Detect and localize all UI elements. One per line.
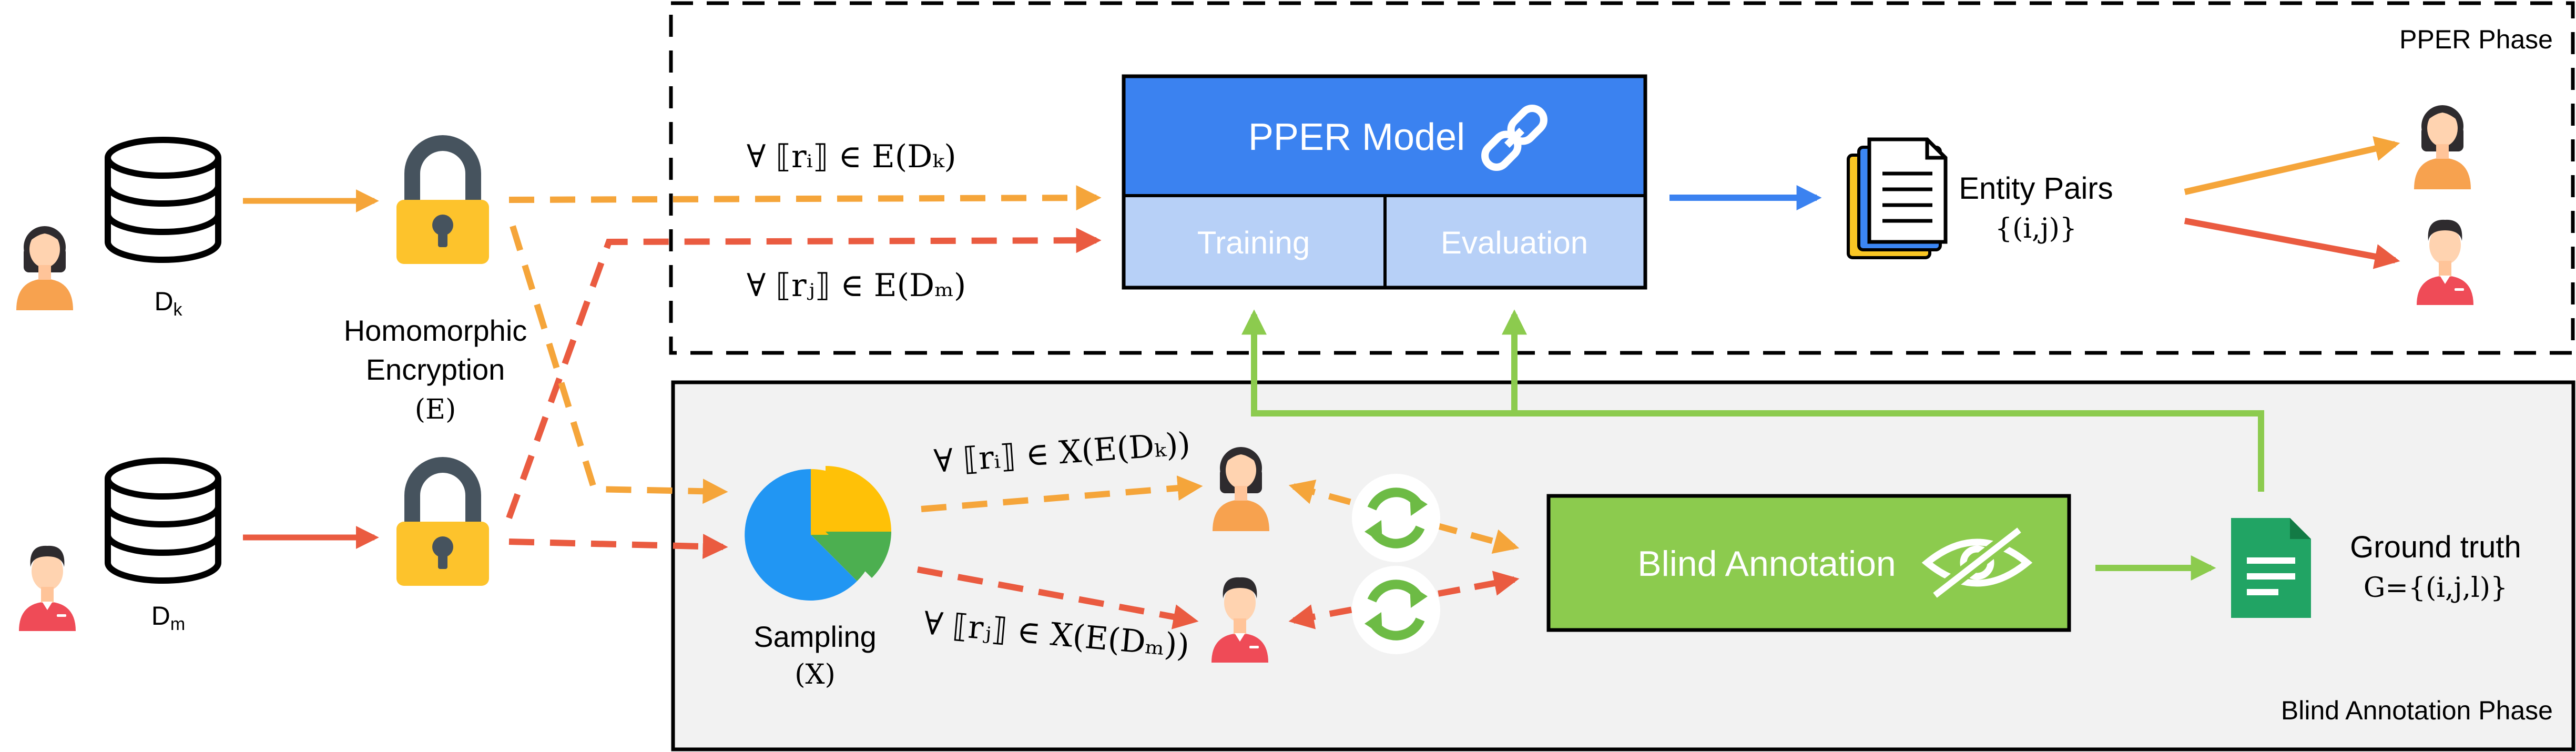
encryption-label-line2: Encryption (366, 353, 505, 386)
lock-icon-dm (396, 465, 489, 586)
person-icon-dk-owner (16, 226, 73, 310)
eye-slash-icon (1921, 524, 2033, 602)
lock-icon-dk (396, 143, 489, 264)
arrow-enc-dm-to-sampling (508, 534, 728, 560)
pper-model-title: PPER Model (1248, 116, 1465, 158)
person-icon-result-m (2417, 219, 2473, 305)
encryption-label-line1: Homomorphic (344, 314, 527, 347)
pper-phase-label: PPER Phase (2399, 25, 2553, 54)
ground-truth-title: Ground truth (2350, 530, 2521, 564)
pie-chart-slice-offset (826, 466, 891, 578)
arrow-enc-dm-to-pper (506, 228, 1102, 520)
database-label-dk: Dk (154, 287, 182, 320)
blind-annotation-phase-label: Blind Annotation Phase (2281, 696, 2553, 725)
person-icon-dm-owner (19, 545, 76, 631)
sampling-symbol: (X) (795, 659, 836, 690)
database-icon-dm (108, 461, 218, 581)
blind-annotation-label: Blind Annotation (1637, 544, 1896, 584)
entity-pairs-title: Entity Pairs (1959, 171, 2113, 206)
ground-truth-set: G={(i,j,l)} (2364, 572, 2508, 604)
database-label-dm: Dm (151, 601, 185, 634)
arrow-sampling-to-annotator-f (921, 475, 1203, 512)
database-icon-dk (108, 140, 218, 260)
arrow-enc-dk-to-pper (508, 185, 1102, 211)
arrow-sampling-to-annotator-m (917, 566, 1199, 629)
evaluation-label: Evaluation (1441, 225, 1588, 260)
formula-rj-in-em: ∀ ⟦rⱼ⟧ ∈ E(Dₘ) (747, 267, 966, 304)
link-icon (1481, 105, 1547, 171)
training-label: Training (1197, 225, 1310, 260)
arrow-ground-truth-to-training (1241, 309, 2264, 492)
pper-model-box: PPER Model Training Evaluation (1122, 74, 1647, 290)
entity-pairs-set: {(i,j)} (1995, 213, 2077, 245)
arrow-entity-pairs-to-person-f (2184, 136, 2400, 195)
formula-ri-in-ek: ∀ ⟦rᵢ⟧ ∈ E(Dₖ) (747, 138, 956, 175)
refresh-icon-bottom (1352, 566, 1440, 654)
sampling-label: Sampling (754, 620, 876, 653)
spreadsheet-icon (2231, 518, 2311, 618)
encryption-label-line3: (E) (415, 394, 456, 425)
blind-annotation-box: Blind Annotation (1546, 494, 2071, 632)
pper-phase-panel (669, 1, 2575, 355)
arrow-entity-pairs-to-person-m (2184, 218, 2400, 269)
document-stack-icon (1847, 137, 1948, 259)
arrow-enc-dk-to-sampling (510, 225, 728, 504)
refresh-icon-top (1352, 474, 1440, 562)
person-icon-result-f (2414, 105, 2471, 189)
